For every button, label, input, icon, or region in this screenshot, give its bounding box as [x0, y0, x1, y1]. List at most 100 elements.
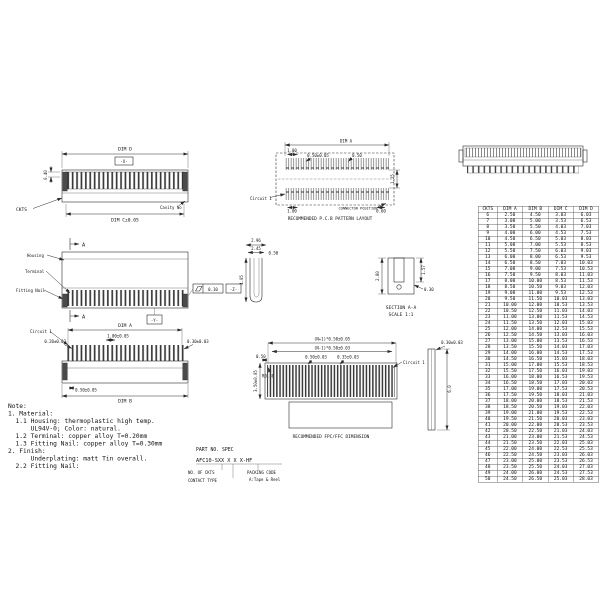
section-contact [396, 284, 402, 290]
fd-end-width: 0.30±0.03 [187, 339, 209, 344]
part-block-title: PART NO. SPEC [196, 447, 234, 453]
flatness-frame [192, 283, 224, 294]
fd-pin-comb [66, 345, 184, 361]
fitting-nail-label: Fitting Nail [16, 288, 45, 293]
connector-position-label: CONNECTOR POSITION [339, 207, 378, 211]
dim-040-label: 0.40 [43, 170, 48, 180]
connector-position-outline [275, 152, 395, 206]
fpc-caption: RECOMMENDED FPC/FFC DIMENSION [293, 434, 370, 440]
pcb-dim-100-bottom: 1.00 [287, 209, 297, 214]
pcb-pads-bottom [285, 188, 389, 200]
fpc-dim-nm1: (N-1)*0.50±0.03 [314, 345, 351, 350]
note-line: 1.2 Terminal: copper alloy T=0.20mm [8, 432, 148, 440]
part-number-block: PART NO. SPEC AFC10-SXX X X X-HF NO. OF … [188, 447, 282, 483]
view-fpc-side: 0.30±0.03 6.0 [427, 340, 463, 431]
section-dim-030: 0.30 [424, 287, 434, 292]
side-latch-left [458, 149, 464, 163]
housing-label: Housing [27, 253, 44, 258]
detail-dim-050: 0.50 [269, 251, 279, 256]
fd-body [61, 360, 189, 384]
label-no-of-ckts: NO. OF CKTS [188, 470, 215, 475]
fd-pitch: 1.00±0.05 [107, 334, 129, 339]
pcb-caption: RECOMMENDED P.C.B PATTERN LAYOUT [288, 216, 373, 222]
fpc-body [264, 362, 398, 400]
datum-z-frame [225, 283, 242, 294]
view-side [458, 145, 588, 174]
datum-z-label: -Z- [230, 287, 237, 292]
view-pcb-pattern: DIM A 1.00 0.50±0.05 0.50 1.25 Circuit 1… [250, 139, 400, 222]
fpc-exposed-length: 3.50±0.05 [253, 370, 258, 392]
label-contact-type: CONTACT TYPE [188, 478, 217, 483]
view-front-dims: DIM A 1.00±0.05 0.20±0.03 0.30±0.03 Circ… [30, 323, 209, 405]
fitting-nail-right [182, 171, 188, 192]
view-section-aa: 2.80 1.57 0.30 SECTION A-A SCALE 1:1 [375, 257, 434, 318]
fd-dim-a: DIM A [118, 323, 132, 329]
fitting-nail-top-left [62, 293, 68, 308]
section-dim-157: 1.57 [421, 265, 426, 275]
fitting-nail-left [62, 171, 68, 192]
detail-dim-296: 2.96 [251, 238, 261, 243]
fpc-fingers [267, 365, 395, 397]
fd-nail-left [62, 362, 68, 381]
pcb-dim-100-top: 1.00 [287, 148, 297, 153]
note-line: 1. Material: [8, 409, 54, 418]
section-cavity [393, 257, 405, 283]
view-front: DIM D -X- 0.40 CKTS DIM C±0.05 Cavity No [16, 147, 189, 224]
fd-pin-width: 0.20±0.03 [44, 339, 66, 344]
fd-dim-b: DIM B [118, 399, 132, 405]
dim-d-label: DIM D [118, 147, 132, 153]
note-line: 2.2 Fitting Nail: [8, 462, 80, 470]
fpc-dim-np1: (N+1)*0.50±0.05 [314, 337, 351, 342]
fpc-dim-050: 0.50 [256, 354, 266, 359]
fpc-circuit1: Circuit 1 [403, 360, 425, 365]
view-fpc: (N+1)*0.50±0.05 (N-1)*0.50±0.03 0.50 0.5… [253, 337, 425, 441]
section-dim-280: 2.80 [375, 271, 380, 281]
fd-half-pitch: 0.50±0.05 [75, 388, 97, 393]
pcb-dim-060: 0.60 [376, 209, 386, 214]
section-mark-bottom: A [82, 315, 86, 321]
pcb-dim-a-label: DIM A [340, 139, 353, 144]
note-line: 1.3 Fitting Nail: copper alloy T=0.30mm [8, 439, 163, 448]
actuator-strip [464, 147, 582, 158]
smt-leads [467, 166, 579, 173]
note-line: 1.1 Housing: thermoplastic high temp. [8, 417, 155, 425]
note-line: 2. Finish: [8, 447, 46, 455]
pcb-dim-half: 0.50 [352, 153, 362, 158]
cavity-no-label: Cavity No [160, 205, 182, 210]
datum-x-label: -X- [120, 159, 127, 164]
part-number: AFC10-SXX X X X-HF [196, 458, 252, 464]
detail-dim-405: 4.05 [239, 275, 244, 285]
connector-body-front [61, 169, 189, 203]
note-line: Underplating: matt Tin overall. [8, 454, 148, 463]
section-caption: SECTION A-A [386, 305, 417, 311]
connector-body-top [61, 251, 189, 309]
fitting-nail-top-right [182, 293, 188, 308]
fpc-dim-w2: 0.35±0.03 [337, 355, 359, 360]
datum-y-label: -Y- [151, 318, 158, 323]
note-line: Note: [8, 402, 27, 410]
terminal-profile [249, 258, 263, 303]
notes-block: Note:1. Material: 1.1 Housing: thermopla… [8, 402, 162, 470]
side-latch-right [582, 149, 588, 163]
view-terminal-detail: 2.96 2.45 0.50 4.05 [239, 238, 279, 303]
section-scale: SCALE 1:1 [389, 312, 414, 318]
pcb-pads-top [285, 158, 389, 170]
section-mark-top: A [82, 243, 86, 249]
label-tape-reel: A:Tape & Reel [249, 477, 281, 482]
detail-dim-245: 2.45 [251, 246, 261, 251]
fd-circuit1: Circuit 1 [30, 329, 52, 334]
terminal-comb-top [66, 290, 184, 306]
